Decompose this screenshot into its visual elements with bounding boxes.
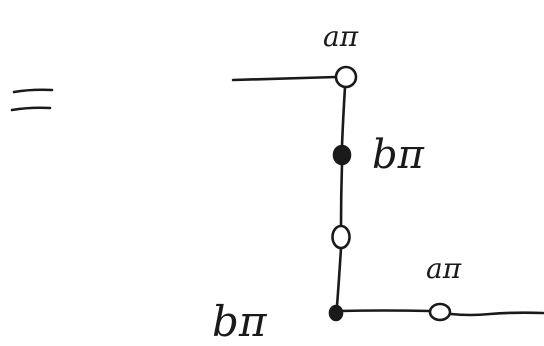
equals-sign: =: [10, 88, 54, 112]
right-open-node: [428, 302, 452, 322]
upper-filled-node-label: bπ: [372, 132, 425, 178]
top-node-label: aπ: [323, 20, 359, 53]
corner-filled-node: [328, 304, 344, 322]
wire-top-to-upper-filled: [340, 85, 347, 148]
upper-filled-node: [332, 144, 352, 166]
labels: aπ bπ bπ aπ: [212, 20, 462, 346]
wires: [231, 75, 544, 317]
wire-middle-to-corner: [335, 246, 343, 308]
top-open-node: [334, 65, 358, 89]
nodes: [328, 65, 452, 322]
wire-upper-filled-to-middle: [339, 162, 344, 228]
equals-top-stroke: [12, 88, 54, 94]
corner-node-label: bπ: [212, 297, 268, 346]
middle-open-node: [331, 224, 351, 250]
right-node-label: aπ: [426, 252, 462, 285]
wire-corner-to-right-node: [338, 309, 432, 313]
wire-output-right: [449, 311, 544, 317]
wire-input-left: [231, 75, 338, 82]
equals-bottom-stroke: [10, 106, 52, 112]
